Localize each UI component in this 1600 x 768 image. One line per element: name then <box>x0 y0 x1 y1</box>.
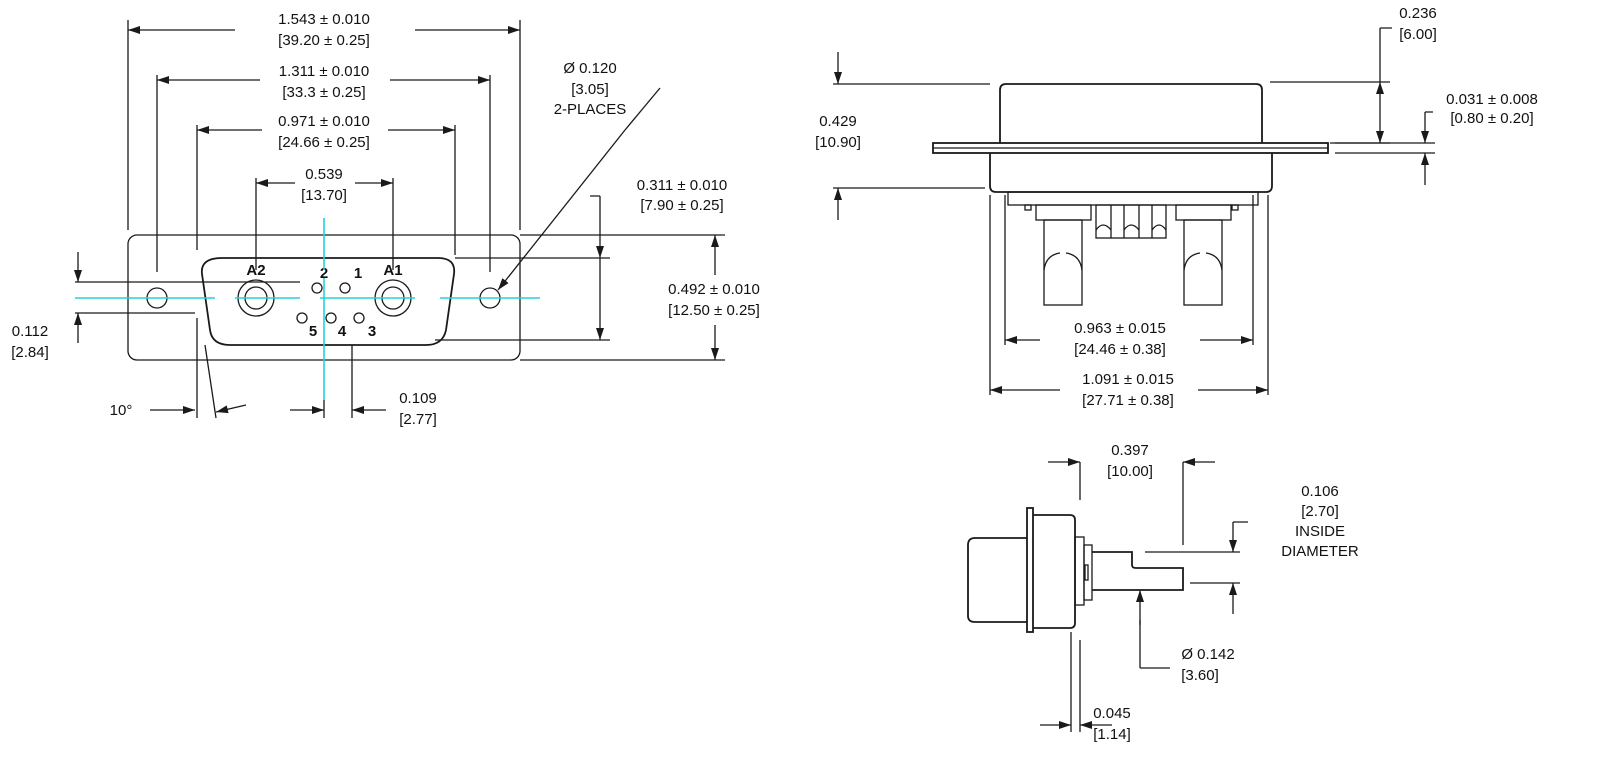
dim-offset-mm: [1.14] <box>1093 726 1131 743</box>
dim-shell-height-mm: [7.90 ± 0.25] <box>640 197 723 214</box>
signal-pin-cups <box>1095 205 1167 238</box>
dim-contact-dia-mm: [3.60] <box>1181 667 1219 684</box>
dim-coax-spacing-mm: [13.70] <box>301 187 347 204</box>
pin-1 <box>339 282 351 294</box>
profile-view: 0.397 [10.00] 0.106 [2.70] INSIDE DIAMET… <box>967 442 1359 743</box>
pin-2 <box>311 282 323 294</box>
dim-pin-pitch-in: 0.109 <box>399 390 437 407</box>
shell-top <box>999 83 1263 143</box>
dim-offset-in: 0.045 <box>1093 705 1131 722</box>
pin-label: 1 <box>354 265 362 282</box>
profile-shell <box>967 537 1027 623</box>
dim-flange-thickness-mm: [0.80 ± 0.20] <box>1450 110 1533 127</box>
contact-tail <box>1092 551 1184 591</box>
dim-body-inner-mm: [24.46 ± 0.38] <box>1074 341 1166 358</box>
pin-label: A1 <box>383 262 402 279</box>
coax-tail-right <box>1183 219 1223 306</box>
dim-overall-height-mm: [10.90] <box>815 134 861 151</box>
side-view: 0.429 [10.90] 0.236 [6.00] 0.031 ± 0.008… <box>815 5 1538 409</box>
pin-3 <box>353 312 365 324</box>
dim-flange-height-in: 0.492 ± 0.010 <box>668 281 760 298</box>
dim-tail-length-mm: [10.00] <box>1107 463 1153 480</box>
centerlines <box>75 218 540 400</box>
dim-hole-dia-in: Ø 0.120 <box>563 60 616 77</box>
dim-shell-width-in: 0.971 ± 0.010 <box>278 113 370 130</box>
body <box>989 153 1273 193</box>
tab-left <box>1024 204 1032 211</box>
dim-shell-depth-mm: [6.00] <box>1399 26 1437 43</box>
dim-coax-spacing-in: 0.539 <box>305 166 343 183</box>
front-view: A2 2 1 A1 5 4 3 1.543 ± 0.010 <box>11 11 760 428</box>
dim-hole-dia-note: 2-PLACES <box>554 101 627 118</box>
dim-inside-dia-mm: [2.70] <box>1301 503 1339 520</box>
profile-tab <box>1084 564 1089 581</box>
dim-contact-dia-in: Ø 0.142 <box>1181 646 1234 663</box>
dim-shell-width-mm: [24.66 ± 0.25] <box>278 134 370 151</box>
dim-overall-width-in: 1.543 ± 0.010 <box>278 11 370 28</box>
dim-shell-height-in: 0.311 ± 0.010 <box>637 177 728 194</box>
dim-hole-dia-mm: [3.05] <box>571 81 609 98</box>
dim-inside-dia-note1: INSIDE <box>1295 523 1345 540</box>
dim-body-inner-in: 0.963 ± 0.015 <box>1074 320 1166 337</box>
pin-label: 5 <box>309 323 317 340</box>
coax-collar-right <box>1175 204 1232 221</box>
dim-row-spacing-in: 0.112 <box>12 323 48 340</box>
dim-row-spacing-mm: [2.84] <box>11 344 49 361</box>
dim-body-outer-mm: [27.71 ± 0.38] <box>1082 392 1174 409</box>
profile-body <box>1033 514 1076 629</box>
dim-tail-length-in: 0.397 <box>1111 442 1149 459</box>
side-dimension-lines <box>833 27 1435 395</box>
dim-hole-spacing-in: 1.311 ± 0.010 <box>279 63 370 80</box>
profile-step <box>1074 536 1085 606</box>
dim-hole-spacing-mm: [33.3 ± 0.25] <box>282 84 365 101</box>
signal-pins <box>1095 204 1167 239</box>
dim-inside-dia-note2: DIAMETER <box>1281 543 1359 560</box>
pin-5 <box>296 312 308 324</box>
coax-tail-left <box>1043 219 1083 306</box>
dim-shell-depth-in: 0.236 <box>1399 5 1437 22</box>
dim-flange-height-mm: [12.50 ± 0.25] <box>668 302 760 319</box>
dim-inside-dia-in: 0.106 <box>1301 483 1339 500</box>
dimension-lines <box>74 20 725 419</box>
coax-collar-left <box>1035 204 1092 221</box>
pin-4 <box>325 312 337 324</box>
pin-label: 4 <box>338 323 347 340</box>
d-shell <box>200 257 456 346</box>
profile-step-2 <box>1083 544 1093 601</box>
profile-dimension-lines <box>1040 458 1248 732</box>
dim-angle: 10° <box>110 402 133 419</box>
pin-label: 3 <box>368 323 376 340</box>
tab-right <box>1231 204 1239 211</box>
profile-flange <box>1026 507 1034 633</box>
dim-pin-pitch-mm: [2.77] <box>399 411 437 428</box>
pin-label: 2 <box>320 265 328 282</box>
dim-overall-height-in: 0.429 <box>819 113 857 130</box>
pin-label: A2 <box>246 262 265 279</box>
coax-solder-cup-left <box>1043 252 1083 271</box>
coax-solder-cup-right <box>1183 252 1223 271</box>
dim-overall-width-mm: [39.20 ± 0.25] <box>278 32 370 49</box>
insert-block <box>1007 191 1259 206</box>
dim-flange-thickness-in: 0.031 ± 0.008 <box>1446 91 1538 108</box>
dim-body-outer-in: 1.091 ± 0.015 <box>1082 371 1174 388</box>
